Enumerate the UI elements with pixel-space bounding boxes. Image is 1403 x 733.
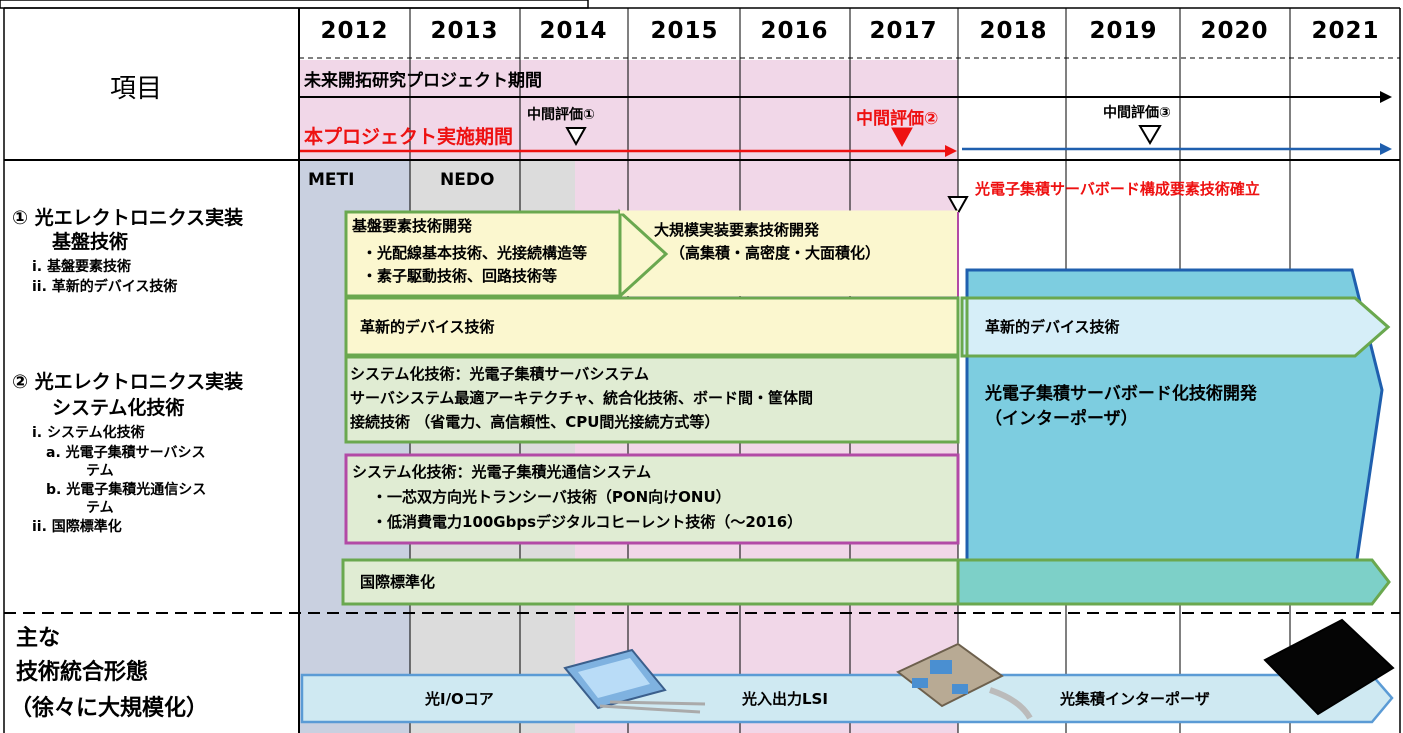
large-scale-title: 大規模実装要素技術開発 (654, 221, 820, 239)
item2-sub1a-cont: テム (86, 463, 114, 479)
year-label: 2021 (1311, 18, 1380, 44)
sys-server-line3: 接続技術 （省電力、高信頼性、CPU間光接続方式等） (350, 413, 720, 431)
year-label: 2013 (430, 18, 499, 44)
device-tech-label: 革新的デバイス技術 (360, 318, 495, 336)
year-label: 2012 (320, 18, 389, 44)
bottom-label-line1: 主な (16, 626, 61, 651)
interposer-label: 光集積インターポーザ (1060, 690, 1210, 708)
device-tech-label-2: 革新的デバイス技術 (985, 318, 1120, 336)
item1-sub1: i. 基盤要素技術 (32, 259, 131, 275)
sys-comm-line1: システム化技術：光電子集積光通信システム (352, 463, 652, 481)
io-core-label: 光I/Oコア (425, 690, 494, 708)
year-label: 2020 (1200, 18, 1269, 44)
item2-sub2: ii. 国際標準化 (32, 519, 122, 535)
year-label: 2018 (979, 18, 1048, 44)
year-label: 2017 (869, 18, 938, 44)
eval1-label: 中間評価① (527, 107, 595, 123)
year-label: 2016 (760, 18, 829, 44)
year-label: 2014 (539, 18, 608, 44)
basic-tech-title: 基盤要素技術開発 (352, 217, 473, 235)
pink-period-shade-top (300, 60, 575, 160)
item2-sub1a: a. 光電子集積サーバシス (46, 445, 206, 461)
item2-sub1: i. システム化技術 (32, 425, 145, 441)
io-core-chip-image (563, 648, 706, 714)
large-scale-line1: （高集積・高密度・大面積化） (670, 244, 881, 262)
eval1-triangle-icon (565, 127, 587, 147)
year-label: 2019 (1089, 18, 1158, 44)
io-lsi-label: 光入出力LSI (742, 690, 828, 708)
eval2-label: 中間評価② (856, 109, 939, 129)
this-project-label: 本プロジェクト実施期間 (304, 126, 514, 148)
item2-title: ② 光エレクトロニクス実装 (12, 371, 244, 393)
eval2-triangle-icon (891, 127, 913, 148)
nedo-label: NEDO (440, 170, 495, 190)
item1-sub2: ii. 革新的デバイス技術 (32, 279, 178, 295)
basic-tech-line1: ・光配線基本技術、光接続構造等 (362, 244, 588, 262)
sys-server-line2: サーバシステム最適アーキテクチャ、統合化技術、ボード間・筐体間 (350, 389, 814, 407)
bottom-label-line3: （徐々に大規模化） (10, 696, 209, 721)
interposer-chip-image (1263, 618, 1395, 716)
item2-sub1b-cont: テム (86, 500, 114, 516)
eval3-label: 中間評価③ (1103, 105, 1171, 121)
item1-title-cont: 基盤技術 (52, 231, 129, 253)
item-header-label: 項目 (110, 74, 163, 104)
eval3-triangle-icon (1138, 125, 1162, 145)
item1-title: ① 光エレクトロニクス実装 (12, 207, 244, 229)
sys-comm-line3: ・低消費電力100Gbpsデジタルコヒーレント技術（～2016） (372, 513, 803, 531)
server-board-line1: 光電子集積サーバボード化技術開発 (985, 384, 1257, 404)
milestone-triangle-icon (947, 196, 969, 216)
server-board-line2: （インターポーザ） (985, 409, 1138, 429)
sys-server-line1: システム化技術：光電子集積サーバシステム (350, 365, 649, 383)
io-lsi-chip-image (896, 642, 1033, 720)
year-label: 2015 (650, 18, 719, 44)
meti-label: METI (308, 170, 355, 190)
bottom-label-line2: 技術統合形態 (16, 660, 149, 685)
milestone-label: 光電子集積サーバボード構成要素技術確立 (975, 180, 1260, 198)
future-project-label: 未来開拓研究プロジェクト期間 (304, 71, 542, 91)
basic-tech-line2: ・素子駆動技術、回路技術等 (362, 267, 558, 285)
sys-comm-line2: ・一芯双方向光トランシーバ技術（PON向けONU） (372, 488, 731, 506)
item2-sub1b: b. 光電子集積光通信シス (46, 482, 207, 498)
item2-title-cont: システム化技術 (52, 397, 185, 419)
standardization-label: 国際標準化 (360, 573, 436, 591)
